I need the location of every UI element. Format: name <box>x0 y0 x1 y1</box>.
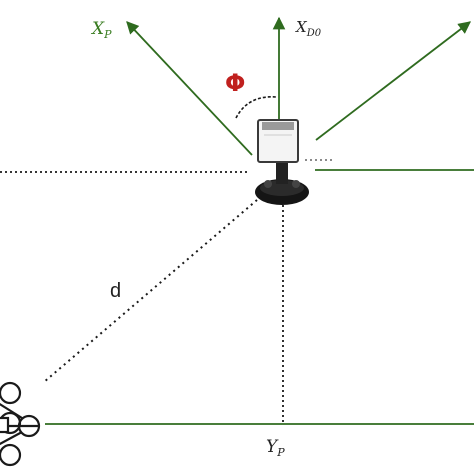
phi-angle-label: Φ <box>225 69 245 97</box>
drone-icon <box>0 381 41 467</box>
diagonal-axis-arrow <box>315 21 472 141</box>
xp-axis-label: XP <box>90 19 112 41</box>
phi-angle-arc <box>235 96 277 119</box>
xd0-axis-label: XD0 <box>295 18 322 39</box>
xp-axis-arrow <box>126 21 253 156</box>
yp-axis-label: YP <box>266 437 285 459</box>
distance-dotted-line <box>43 199 258 383</box>
robot-icon <box>255 119 309 205</box>
distance-label: d <box>110 280 121 302</box>
